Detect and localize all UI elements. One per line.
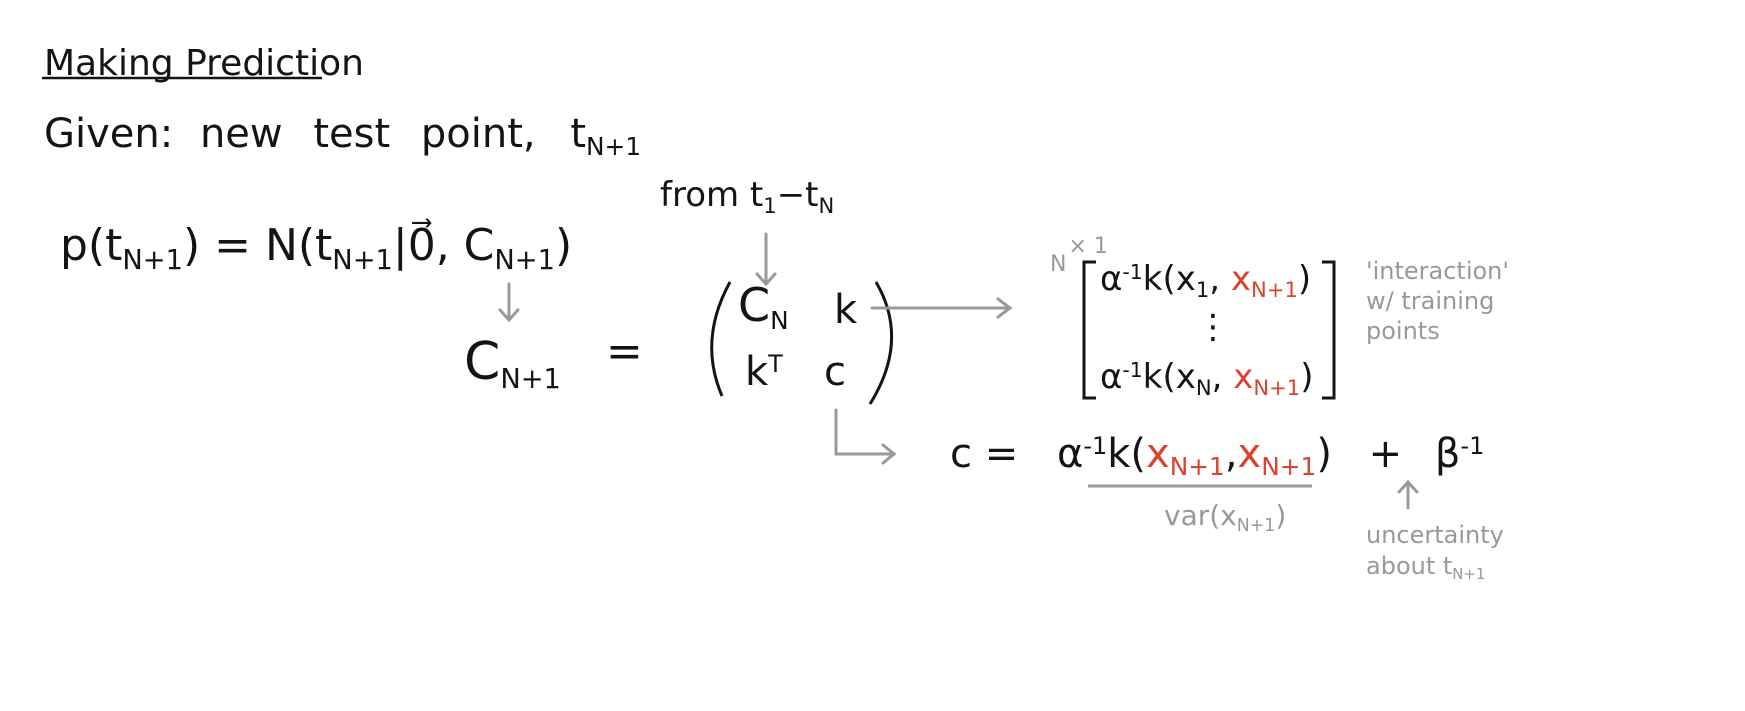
matrix-kt: kT — [745, 349, 783, 395]
given-line: Given: new test point, tN+1 — [44, 111, 642, 161]
matrix-cn: CN — [738, 278, 789, 335]
arrow-right-icon — [870, 297, 1013, 319]
kvector-row-1: α-1k(x1, xN+1) — [1100, 259, 1312, 302]
matrix-c: c — [824, 349, 846, 395]
arrow-up-icon — [1397, 479, 1419, 510]
arrow-down-icon-2 — [755, 232, 777, 287]
given-text: new test point, — [199, 111, 536, 157]
matrix-left-paren — [710, 281, 732, 397]
matrix-right-paren — [868, 281, 893, 405]
heading: Making Prediction — [44, 46, 364, 82]
kvector-dots: ⋮ — [1196, 307, 1230, 347]
kvector-dim: N× 1 — [1050, 234, 1108, 277]
vector-right-bracket — [1322, 260, 1336, 400]
vector-left-bracket — [1082, 260, 1096, 400]
predictive-distribution: p(tN+1) = N(tN+1|0⃗, CN+1) — [60, 220, 573, 276]
given-var: tN+1 — [570, 111, 642, 161]
from-label: from t1−tN — [660, 175, 835, 218]
matrix-k: k — [834, 287, 858, 333]
arrow-down-icon — [498, 282, 520, 323]
cov-equals: = — [606, 326, 643, 377]
var-label: var(xN+1) — [1164, 499, 1287, 536]
heading-text: Making Prediction — [44, 43, 364, 84]
uncertainty-note: uncertainty about tN+1 — [1366, 521, 1504, 583]
cov-lhs: CN+1 — [464, 332, 561, 395]
given-var-sub: N+1 — [586, 131, 642, 161]
arrow-elbow-icon — [834, 408, 897, 465]
given-label: Given: — [44, 111, 174, 157]
kvector-row-2: α-1k(xN, xN+1) — [1100, 357, 1314, 400]
interaction-note: 'interaction' w/ training points — [1366, 257, 1509, 345]
c-formula: c = α-1k(xN+1,xN+1) + β-1 — [950, 431, 1485, 481]
